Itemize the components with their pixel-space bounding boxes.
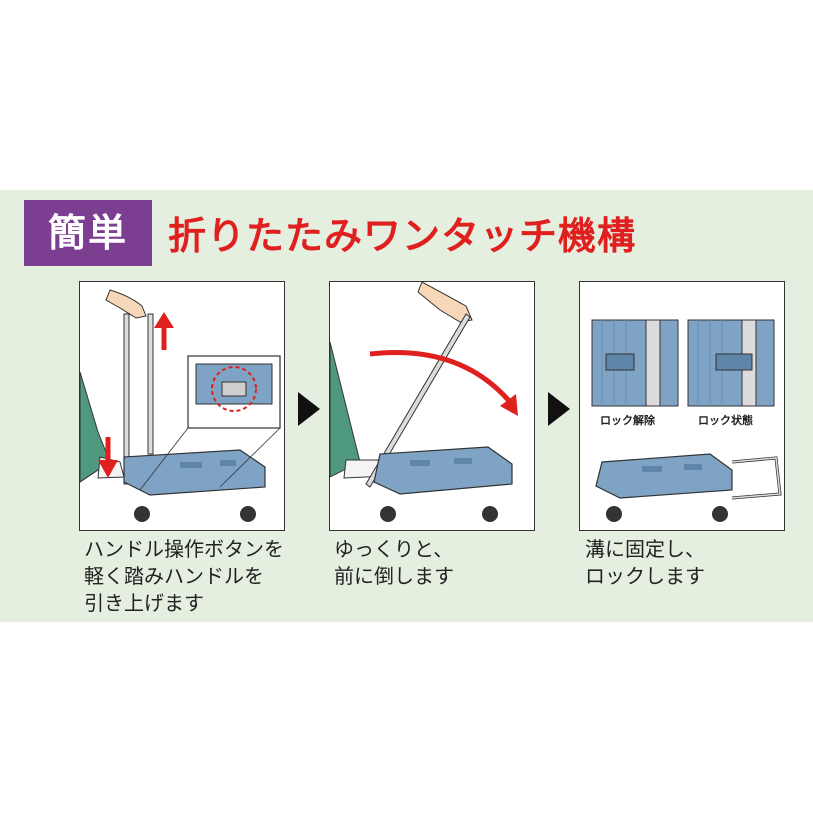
step-3-illustration: ロック解除 ロック状態 [579, 281, 785, 531]
caption-line: 軽く踏みハンドルを [84, 564, 264, 588]
step-2-caption: ゆっくりと、 前に倒します [334, 536, 454, 590]
locked-label: ロック状態 [698, 414, 753, 427]
caption-line: ゆっくりと、 [334, 537, 454, 561]
badge-label: 簡単 [24, 200, 152, 266]
caption-line: 溝に固定し、 [585, 537, 705, 561]
step-2-illustration [329, 281, 535, 531]
unlocked-label: ロック解除 [600, 414, 655, 427]
caption-line: ロックします [585, 564, 705, 588]
step-1-caption: ハンドル操作ボタンを 軽く踏みハンドルを 引き上げます [84, 536, 284, 617]
next-step-arrow-1 [298, 392, 320, 426]
caption-line: 前に倒します [334, 564, 454, 588]
caption-line: ハンドル操作ボタンを [84, 537, 284, 561]
next-step-arrow-2 [548, 392, 570, 426]
caption-line: 引き上げます [84, 591, 204, 615]
step-1-illustration [79, 281, 285, 531]
step-3-caption: 溝に固定し、 ロックします [585, 536, 705, 590]
headline-title: 折りたたみワンタッチ機構 [168, 214, 637, 258]
